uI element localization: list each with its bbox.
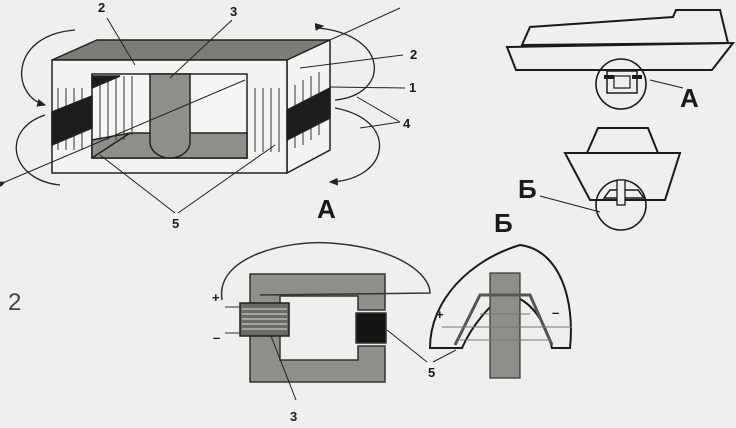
- leader-coil: [270, 335, 297, 401]
- label-2-right: 2: [410, 47, 417, 62]
- label-1: 1: [409, 80, 416, 95]
- label-coil-3: 3: [290, 409, 297, 424]
- figure-a-block: [51, 38, 331, 175]
- central-column: [489, 272, 521, 379]
- left-magnet: [51, 94, 93, 147]
- minus-label: –: [213, 330, 220, 345]
- label-3: 3: [230, 4, 237, 19]
- permanent-magnet: [355, 312, 387, 344]
- label-2-left: 2: [98, 0, 105, 15]
- arch-plus: +: [436, 307, 444, 322]
- caption-a: А: [317, 194, 336, 224]
- caption-b: Б: [494, 208, 513, 238]
- label-5: 5: [172, 216, 179, 231]
- field-lines: [0, 23, 381, 188]
- arch-assembly: [428, 243, 572, 379]
- arch-minus: –: [552, 305, 559, 320]
- edge: [91, 132, 131, 159]
- plus-label: +: [212, 290, 220, 305]
- ship-front-view: [539, 127, 682, 231]
- coil: [225, 302, 290, 337]
- leader-magnet-2: [432, 349, 457, 363]
- label-4: 4: [403, 116, 411, 131]
- right-magnet: [286, 86, 331, 142]
- label-magnet-5: 5: [428, 365, 435, 380]
- ship-side-view: [505, 9, 736, 110]
- ship-callout-a: А: [680, 83, 699, 113]
- leader-lines: [99, 7, 406, 214]
- central-pole: [149, 73, 191, 159]
- left-magnet-top: [91, 75, 121, 90]
- ship-callout-b: Б: [518, 174, 537, 204]
- figure-number: 2: [8, 289, 21, 316]
- block-top-face: [51, 39, 331, 61]
- leader-magnet-1: [386, 329, 428, 363]
- wire-loop: [221, 241, 431, 301]
